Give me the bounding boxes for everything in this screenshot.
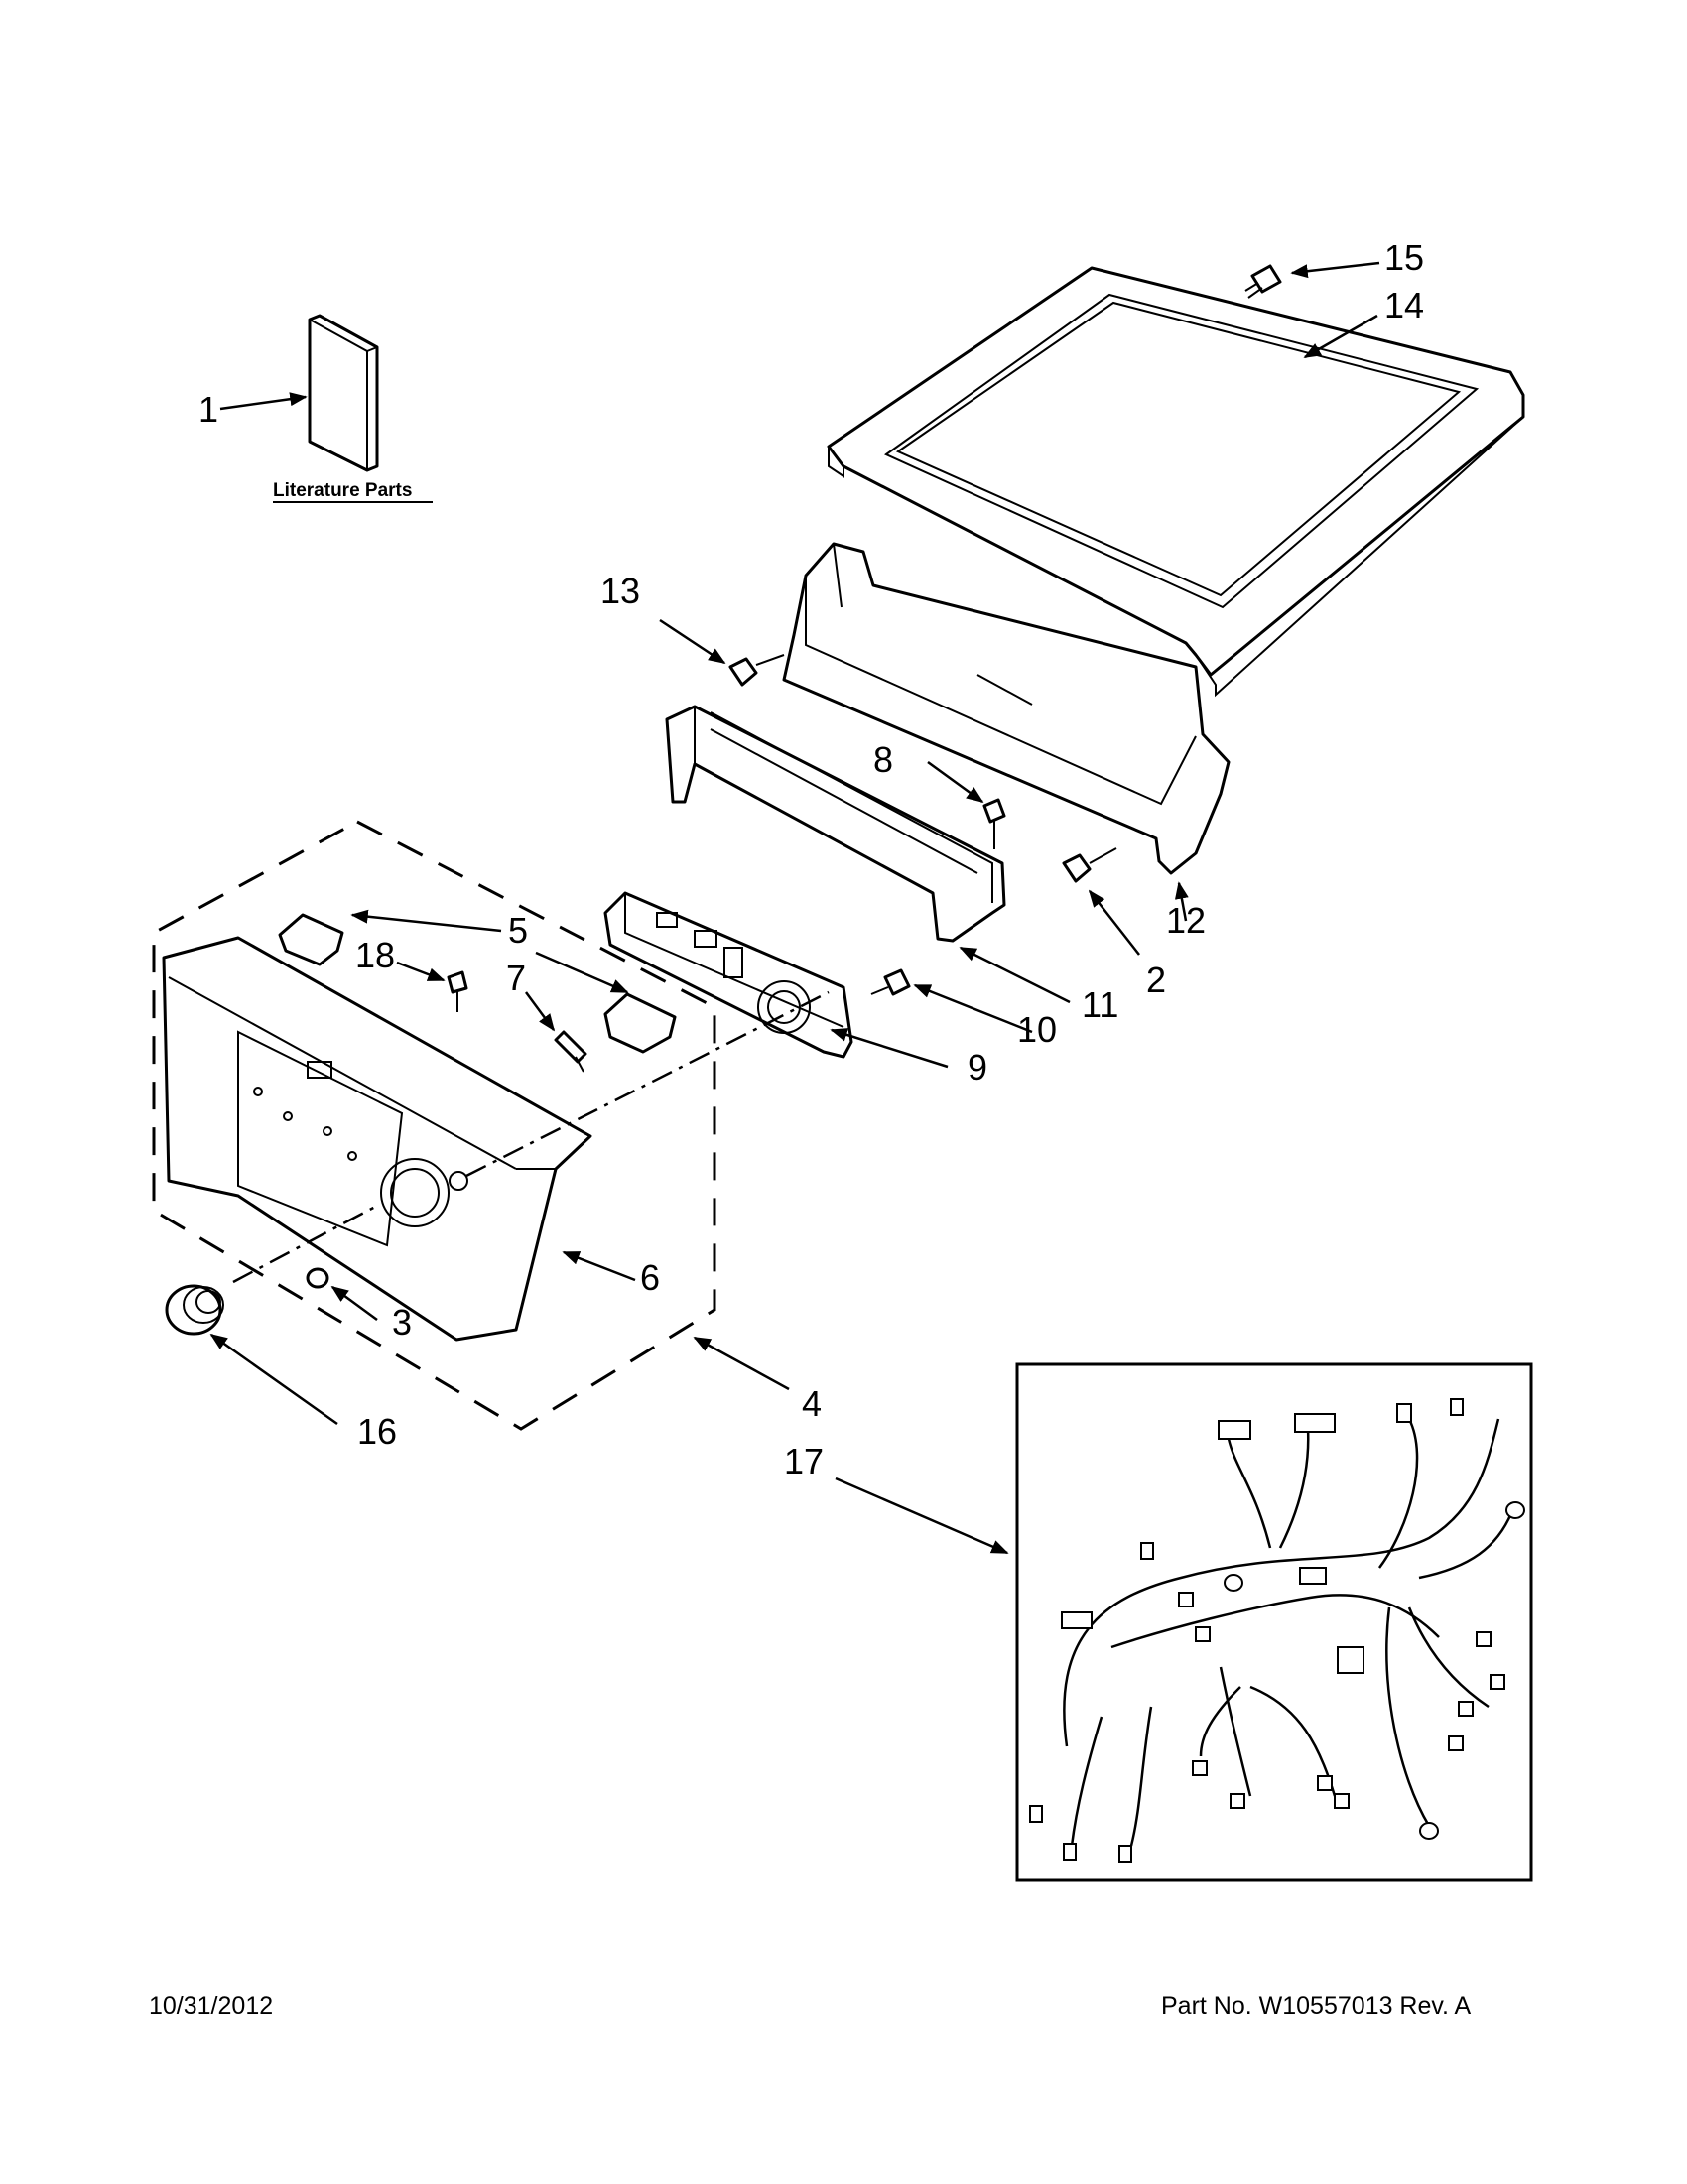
wire-harness-box[interactable] [1015, 1362, 1533, 1882]
leader-13 [659, 618, 726, 665]
console-front[interactable] [162, 936, 592, 1342]
leader-3 [330, 1285, 378, 1322]
leader-11 [959, 946, 1071, 1004]
callout-14: 14 [1384, 285, 1424, 325]
control-knob[interactable] [165, 1284, 224, 1336]
literature-label: Literature Parts [273, 480, 412, 501]
callout-12: 12 [1166, 900, 1206, 941]
console-back-panel[interactable] [782, 542, 1231, 875]
mounting-clip-left[interactable] [278, 913, 344, 966]
leader-18 [396, 961, 446, 982]
footer-date: 10/31/2012 [149, 1992, 274, 2020]
leader-1 [219, 392, 308, 411]
leader-16 [209, 1333, 338, 1426]
callout-10: 10 [1017, 1009, 1057, 1050]
callout-5: 5 [508, 910, 528, 951]
leader-6 [562, 1250, 636, 1282]
callout-15: 15 [1384, 237, 1424, 278]
callout-13: 13 [600, 571, 640, 611]
leader-2 [1088, 889, 1140, 956]
light-pipe[interactable] [554, 1030, 587, 1073]
callout-7: 7 [506, 958, 526, 998]
callout-3: 3 [392, 1302, 412, 1343]
top-screw[interactable] [1244, 264, 1282, 299]
console-screw-13[interactable] [728, 654, 785, 687]
bracket-screw-8[interactable] [982, 798, 1006, 849]
console-screw-18[interactable] [447, 970, 468, 1012]
leader-5b [535, 951, 629, 994]
leader-8 [927, 760, 984, 804]
console-assembly-outline [152, 820, 716, 1431]
mounting-clip-right[interactable] [603, 992, 677, 1054]
callout-17: 17 [784, 1441, 824, 1481]
leader-17 [835, 1477, 1009, 1555]
leader-5a [350, 909, 502, 933]
callout-18: 18 [355, 935, 395, 975]
callout-8: 8 [873, 739, 893, 780]
callout-16: 16 [357, 1411, 397, 1452]
callout-1: 1 [198, 389, 218, 430]
leader-14 [1303, 314, 1378, 359]
alignment-line-board [465, 990, 830, 1178]
callout-9: 9 [968, 1047, 987, 1088]
top-panel[interactable] [827, 266, 1525, 698]
leader-7 [524, 991, 556, 1032]
leader-4 [693, 1336, 790, 1391]
alignment-line-knob [232, 1204, 378, 1284]
leader-9 [830, 1028, 949, 1069]
board-screw-10[interactable] [870, 968, 911, 996]
callout-6: 6 [640, 1257, 660, 1298]
leader-10 [913, 983, 1033, 1034]
callout-11: 11 [1082, 984, 1118, 1025]
leader-12 [1174, 881, 1189, 922]
console-bracket[interactable] [665, 705, 1006, 943]
callout-2: 2 [1146, 960, 1166, 1000]
footer-part-number: Part No. W10557013 Rev. A [1161, 1992, 1472, 2020]
leader-15 [1290, 261, 1380, 279]
push-button[interactable] [306, 1267, 329, 1289]
console-screw-2[interactable] [1062, 847, 1117, 883]
callout-4: 4 [802, 1383, 822, 1424]
harness-connectors [1029, 1398, 1525, 1863]
literature-booklet[interactable] [308, 314, 379, 472]
control-board[interactable] [603, 891, 853, 1059]
